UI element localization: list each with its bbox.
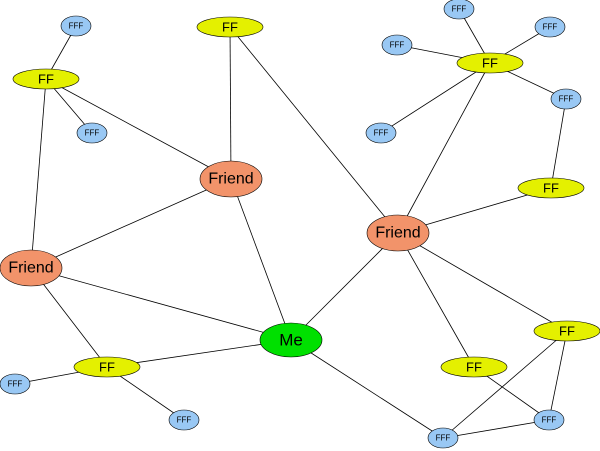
node-ff-lower-left: FF — [73, 356, 141, 378]
node-friend-top-shape — [199, 160, 263, 198]
edge-friend-right-to-ff-top — [229, 26, 399, 234]
node-me: Me — [259, 322, 323, 358]
node-fff-10: FFF — [427, 427, 459, 449]
node-ff-upper-left-label: FF — [38, 72, 54, 87]
edge-friend-right-to-ff-upper-right — [397, 62, 491, 234]
node-fff-10-label: FFF — [436, 434, 451, 443]
edge-friend-left-to-ff-upper-left — [30, 78, 47, 269]
node-ff-right-low: FF — [440, 356, 508, 378]
node-fff-3-shape — [0, 373, 31, 395]
edge-ff-bottom-right-to-fff-10 — [442, 330, 568, 439]
node-fff-11: FFF — [533, 409, 565, 431]
node-ff-top-label: FF — [222, 20, 238, 35]
node-fff-6: FFF — [381, 34, 413, 56]
node-fff-11-shape — [533, 409, 565, 431]
node-ff-right-mid-shape — [517, 177, 585, 199]
node-fff-6-label: FFF — [390, 41, 405, 50]
node-fff-7-label: FFF — [543, 23, 558, 32]
node-fff-8-shape — [365, 122, 397, 144]
node-ff-top: FF — [196, 16, 264, 38]
edge-friend-top-to-friend-left — [30, 178, 232, 269]
node-ff-bottom-right-shape — [533, 320, 600, 342]
edge-me-to-friend-right — [290, 232, 399, 341]
node-ff-bottom-right-label: FF — [559, 324, 575, 339]
node-ff-upper-right: FF — [456, 52, 524, 74]
node-fff-5: FFF — [443, 0, 475, 20]
edge-me-to-friend-top — [230, 178, 292, 341]
node-ff-upper-left-shape — [12, 68, 80, 90]
node-fff-6-shape — [381, 34, 413, 56]
node-fff-2-label: FFF — [85, 129, 100, 138]
node-ff-upper-left: FF — [12, 68, 80, 90]
node-ff-right-mid: FF — [517, 177, 585, 199]
node-fff-9-shape — [550, 88, 582, 110]
node-fff-7: FFF — [534, 16, 566, 38]
node-friend-left-shape — [0, 249, 63, 287]
node-friend-top-label: Friend — [208, 171, 253, 188]
node-ff-upper-right-label: FF — [482, 56, 498, 71]
node-ff-right-mid-label: FF — [543, 181, 559, 196]
node-ff-lower-left-shape — [73, 356, 141, 378]
node-ff-bottom-right: FF — [533, 320, 600, 342]
node-fff-9-label: FFF — [559, 95, 574, 104]
edge-fff-10-to-fff-11 — [442, 419, 550, 439]
node-me-label: Me — [279, 331, 303, 350]
node-ff-lower-left-label: FF — [99, 360, 115, 375]
edge-me-to-ff-lower-left — [106, 339, 292, 368]
node-friend-right: Friend — [366, 214, 430, 252]
node-fff-5-shape — [443, 0, 475, 20]
edge-ff-upper-right-to-fff-8 — [380, 62, 491, 134]
node-fff-8-label: FFF — [374, 129, 389, 138]
edge-ff-bottom-right-to-fff-11 — [548, 330, 568, 421]
node-me-shape — [259, 322, 323, 358]
node-friend-right-label: Friend — [375, 225, 420, 242]
node-ff-upper-right-shape — [456, 52, 524, 74]
edge-me-to-friend-left — [30, 267, 292, 341]
node-fff-1: FFF — [60, 15, 92, 37]
node-fff-4-label: FFF — [177, 416, 192, 425]
node-fff-1-shape — [60, 15, 92, 37]
edge-friend-right-to-ff-bottom-right — [397, 232, 568, 332]
node-ff-right-low-label: FF — [466, 360, 482, 375]
node-fff-1-label: FFF — [69, 22, 84, 31]
node-fff-2-shape — [76, 122, 108, 144]
node-friend-left: Friend — [0, 249, 63, 287]
node-fff-3-label: FFF — [8, 380, 23, 389]
node-fff-3: FFF — [0, 373, 31, 395]
edge-friend-top-to-ff-upper-left — [45, 78, 232, 180]
node-fff-4: FFF — [168, 409, 200, 431]
node-fff-10-shape — [427, 427, 459, 449]
node-fff-9: FFF — [550, 88, 582, 110]
node-friend-top: Friend — [199, 160, 263, 198]
edge-ff-right-mid-to-fff-9 — [550, 98, 567, 189]
node-fff-7-shape — [534, 16, 566, 38]
node-ff-right-low-shape — [440, 356, 508, 378]
node-fff-8: FFF — [365, 122, 397, 144]
node-fff-4-shape — [168, 409, 200, 431]
node-fff-2: FFF — [76, 122, 108, 144]
node-fff-11-label: FFF — [542, 416, 557, 425]
node-friend-left-label: Friend — [8, 260, 53, 277]
edge-me-to-fff-10 — [290, 339, 444, 439]
edge-friend-top-to-ff-top — [229, 26, 232, 180]
edge-friend-right-to-ff-right-low — [397, 232, 475, 368]
node-fff-5-label: FFF — [452, 5, 467, 14]
node-ff-top-shape — [196, 16, 264, 38]
node-friend-right-shape — [366, 214, 430, 252]
